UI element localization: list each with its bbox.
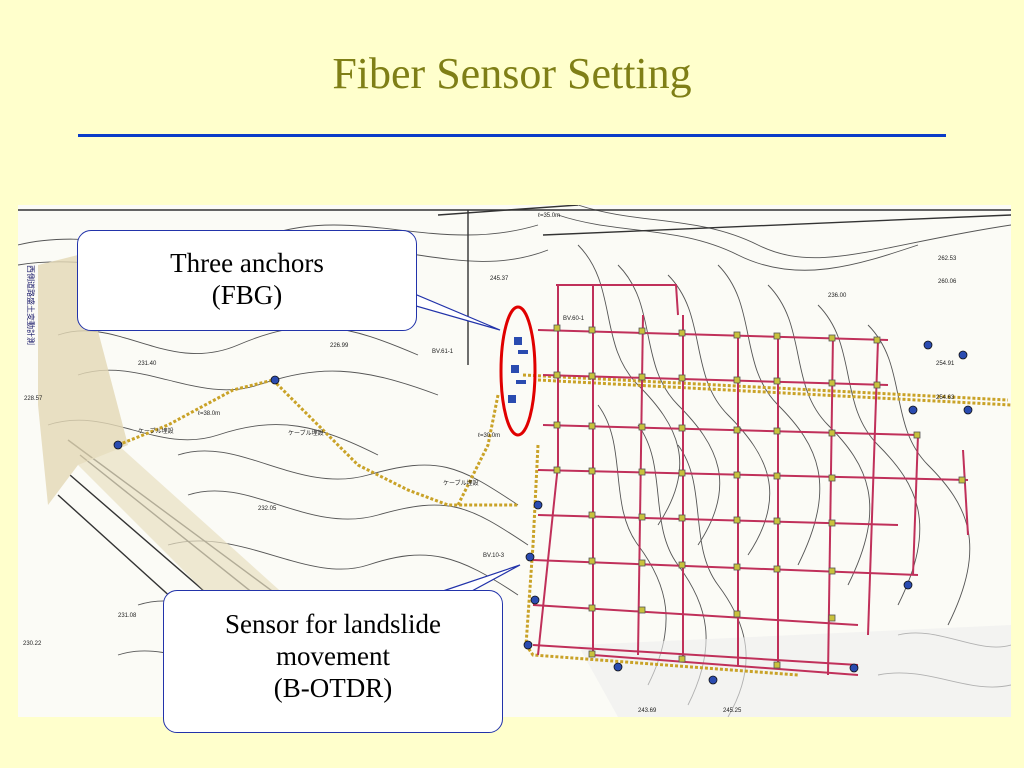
elevation-label: 226.99	[330, 343, 349, 349]
cable-label: ケーブル埋設	[288, 429, 324, 437]
elevation-label: 260.06	[938, 279, 957, 285]
landslide-callout-line1: Sensor for landslide	[225, 609, 441, 639]
slide-title: Fiber Sensor Setting	[332, 49, 692, 98]
landslide-pointer	[439, 564, 521, 593]
elevation-label: 236.00	[828, 293, 847, 299]
cable-label: ケーブル埋設	[443, 479, 479, 487]
anchors-pointer	[403, 288, 501, 331]
elevation-label: 230.22	[23, 641, 42, 647]
elevation-label: 245.25	[723, 708, 742, 714]
sensor-stations	[113, 340, 973, 685]
grid-nodes	[553, 324, 966, 669]
elevation-label: 254.63	[936, 395, 955, 401]
landslide-callout-line2: movement	[276, 640, 390, 671]
side-vertical-label: 西側道路盛土変動計測	[26, 265, 36, 345]
distance-label: ℓ=35.0m	[538, 212, 560, 219]
embankment-area	[38, 255, 128, 505]
elevation-label: 262.53	[938, 256, 957, 262]
borehole-label: BV.61-1	[432, 349, 454, 355]
landslide-callout: Sensor for landslide movement (B-OTDR)	[163, 590, 503, 733]
elevation-label: 245.37	[490, 276, 509, 282]
anchor-highlight-ellipse	[499, 305, 537, 437]
elevation-label: 243.69	[638, 708, 657, 714]
anchor-markers	[508, 337, 528, 403]
elevation-label: 228.57	[24, 396, 43, 402]
anchors-callout-line2: (FBG)	[211, 279, 283, 310]
borehole-label: BV.60-1	[563, 316, 585, 322]
anchors-callout-line1: Three anchors	[170, 248, 324, 278]
site-map-drawing: 245.37 262.53 260.06 236.00 231.40 232.0…	[18, 205, 1011, 717]
distance-label: ℓ=38.0m	[198, 410, 220, 417]
distance-label: ℓ=30.0m	[478, 432, 500, 439]
landslide-callout-line3: (B-OTDR)	[273, 672, 393, 703]
borehole-label: BV.10-3	[483, 553, 505, 559]
cable-label: ケーブル埋設	[138, 427, 174, 435]
title-underline	[78, 134, 946, 137]
sensor-grid	[532, 284, 969, 676]
elevation-label: 231.40	[138, 361, 157, 367]
elevation-label: 254.91	[936, 361, 955, 367]
elevation-label: 231.08	[118, 613, 137, 619]
anchors-callout: Three anchors (FBG)	[77, 230, 417, 331]
elevation-label: 232.05	[258, 506, 277, 512]
